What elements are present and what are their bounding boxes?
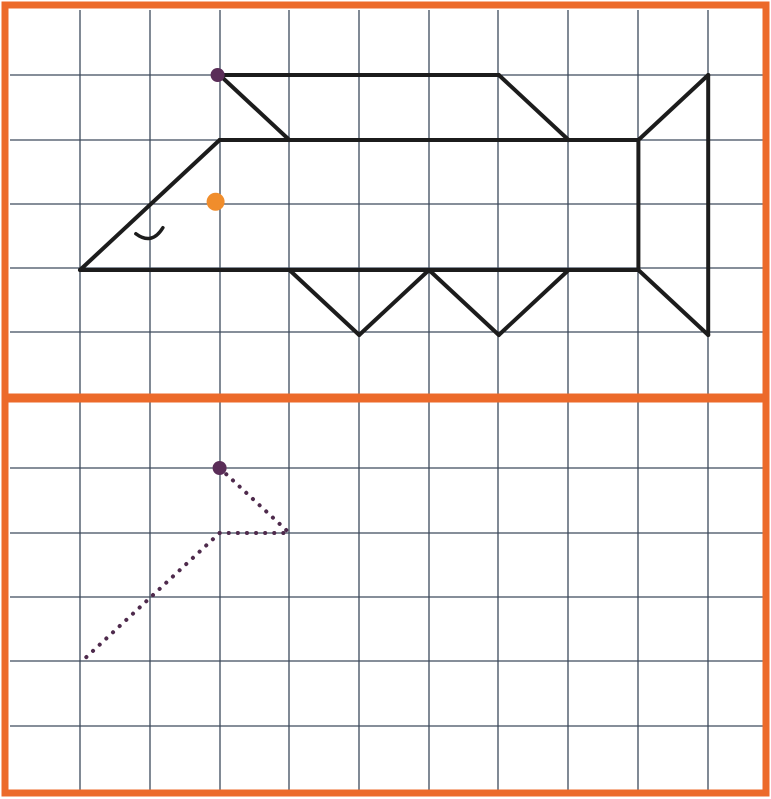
fish-eye-dot [206, 192, 225, 211]
fish-outline-segment [357, 268, 431, 337]
fish-outline-segment [217, 73, 292, 142]
dotted-copy-segment [217, 466, 292, 535]
model-panel-frame [1, 1, 770, 401]
copy-grid [10, 402, 768, 790]
model-panel [10, 10, 768, 395]
fish-outline-segment [496, 268, 571, 337]
copy-panel-frame [1, 395, 770, 797]
fish-outline-segment [427, 268, 501, 337]
start-point-dot [210, 68, 225, 82]
copy-panel [10, 402, 768, 790]
copy-fish-drawing [78, 461, 292, 665]
copy-start-point-dot [212, 461, 227, 475]
fish-outline-segment [78, 138, 222, 272]
fish-outline-segment [636, 268, 711, 337]
fish-outline-segment [287, 268, 362, 337]
fish-mouth [134, 226, 165, 241]
model-fish-drawing [78, 68, 711, 337]
model-grid [10, 10, 768, 395]
fish-outline-segment [496, 73, 571, 142]
fish-outline-segment [636, 73, 711, 142]
